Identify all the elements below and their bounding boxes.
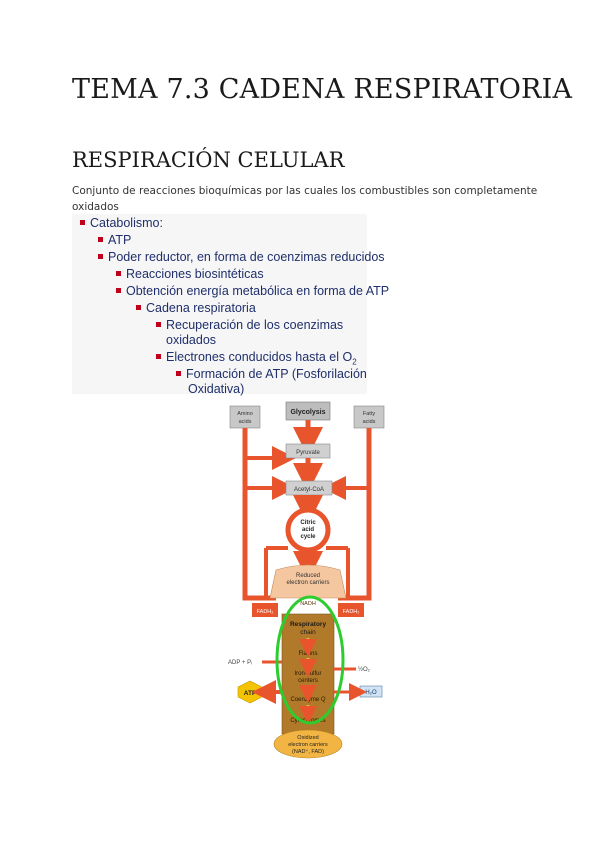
respiration-diagram: Amino acids Fatty acids Glycolysis Pyruv… bbox=[226, 398, 392, 760]
left-flow-arrow bbox=[242, 428, 276, 601]
bullet-formacion-atp: Formación de ATP (Fosforilación bbox=[176, 367, 367, 381]
reduced-label-1: Reduced bbox=[296, 573, 320, 579]
bullet-square-icon bbox=[98, 237, 103, 242]
fadh-left-label: FADH₂ bbox=[257, 609, 274, 615]
bullet-square-icon bbox=[98, 254, 103, 259]
fatty-label-2: acids bbox=[363, 419, 376, 425]
atp-label: ATP bbox=[244, 690, 257, 697]
bullet-square-icon bbox=[176, 371, 181, 376]
bullet-obtencion-energia: Obtención energía metabólica en forma de… bbox=[116, 284, 389, 298]
resp-chain-label-1: Respiratory bbox=[290, 621, 327, 628]
fatty-label-1: Fatty bbox=[363, 411, 375, 417]
fadh-right-label: FADH₂ bbox=[343, 609, 360, 615]
coenzyme-q-label: Coenzyme Q bbox=[290, 697, 325, 703]
citric-label-3: cycle bbox=[300, 534, 316, 540]
amino-label-1: Amino bbox=[237, 411, 253, 417]
section-heading: RESPIRACIÓN CELULAR bbox=[72, 148, 345, 172]
resp-chain-label-2: chain bbox=[300, 629, 316, 636]
bullet-reacciones-biosinteticas: Reacciones biosintéticas bbox=[116, 267, 264, 281]
oxidized-label-2: electron carriers bbox=[288, 742, 328, 748]
green-highlight-oval bbox=[275, 595, 345, 725]
amino-label-2: acids bbox=[239, 419, 252, 425]
bullet-square-icon bbox=[116, 271, 121, 276]
bullet-cadena-respiratoria: Cadena respiratoria bbox=[136, 301, 256, 315]
acetyl-coa-label: Acetyl-CoA bbox=[294, 487, 324, 493]
oxidized-label-1: Oxidized bbox=[297, 735, 318, 741]
fadh-right-box bbox=[338, 603, 364, 617]
oxidized-label-3: (NAD⁺, FAD) bbox=[292, 748, 324, 755]
flavins-label: Flavins bbox=[298, 651, 317, 657]
bullet-atp: ATP bbox=[98, 233, 131, 247]
iron-sulfur-label-1: Iron-sulfur bbox=[294, 671, 321, 677]
fadh-left-box bbox=[252, 603, 278, 617]
bullet-square-icon bbox=[116, 288, 121, 293]
oxidized-carriers-ellipse bbox=[273, 729, 343, 759]
right-flow-arrow bbox=[338, 428, 372, 601]
citric-label-1: Citric bbox=[300, 520, 316, 526]
adp-label: ADP + Pᵢ bbox=[228, 660, 252, 666]
pyruvate-label: Pyruvate bbox=[296, 450, 320, 456]
bullet-square-icon bbox=[136, 305, 141, 310]
bullet-catabolismo: Catabolismo: bbox=[80, 216, 163, 230]
intro-paragraph: Conjunto de reacciones bioquímicas por l… bbox=[72, 185, 538, 213]
bullet-recuperacion: Recuperación de los coenzimas bbox=[156, 318, 343, 332]
bullet-electrones: Electrones conducidos hasta el O2 bbox=[156, 350, 357, 367]
half-o2-label: ½O₂ bbox=[358, 666, 371, 673]
reduced-label-2: electron carriers bbox=[286, 580, 329, 586]
glycolysis-label: Glycolysis bbox=[290, 409, 325, 416]
h2o-label: H₂O bbox=[365, 690, 377, 696]
bullet-square-icon bbox=[156, 354, 161, 359]
bullet-square-icon bbox=[156, 322, 161, 327]
bullet-recuperacion-cont: oxidados bbox=[166, 333, 217, 347]
reduced-carriers-shape bbox=[269, 564, 347, 599]
respiration-diagram-svg: Amino acids Fatty acids Glycolysis Pyruv… bbox=[228, 401, 385, 759]
page-title: TEMA 7.3 CADENA RESPIRATORIA bbox=[72, 74, 573, 105]
nadh-label: NADH bbox=[300, 601, 316, 607]
bullet-formacion-atp-cont: Oxidativa) bbox=[188, 382, 245, 396]
bullet-square-icon bbox=[80, 220, 85, 225]
iron-sulfur-label-2: centers bbox=[298, 678, 318, 684]
citric-label-2: acid bbox=[302, 527, 314, 533]
slide-image-catabolismo: Catabolismo: ATP Poder reductor, en form… bbox=[72, 214, 389, 396]
bullet-poder-reductor: Poder reductor, en forma de coenzimas re… bbox=[98, 250, 385, 264]
